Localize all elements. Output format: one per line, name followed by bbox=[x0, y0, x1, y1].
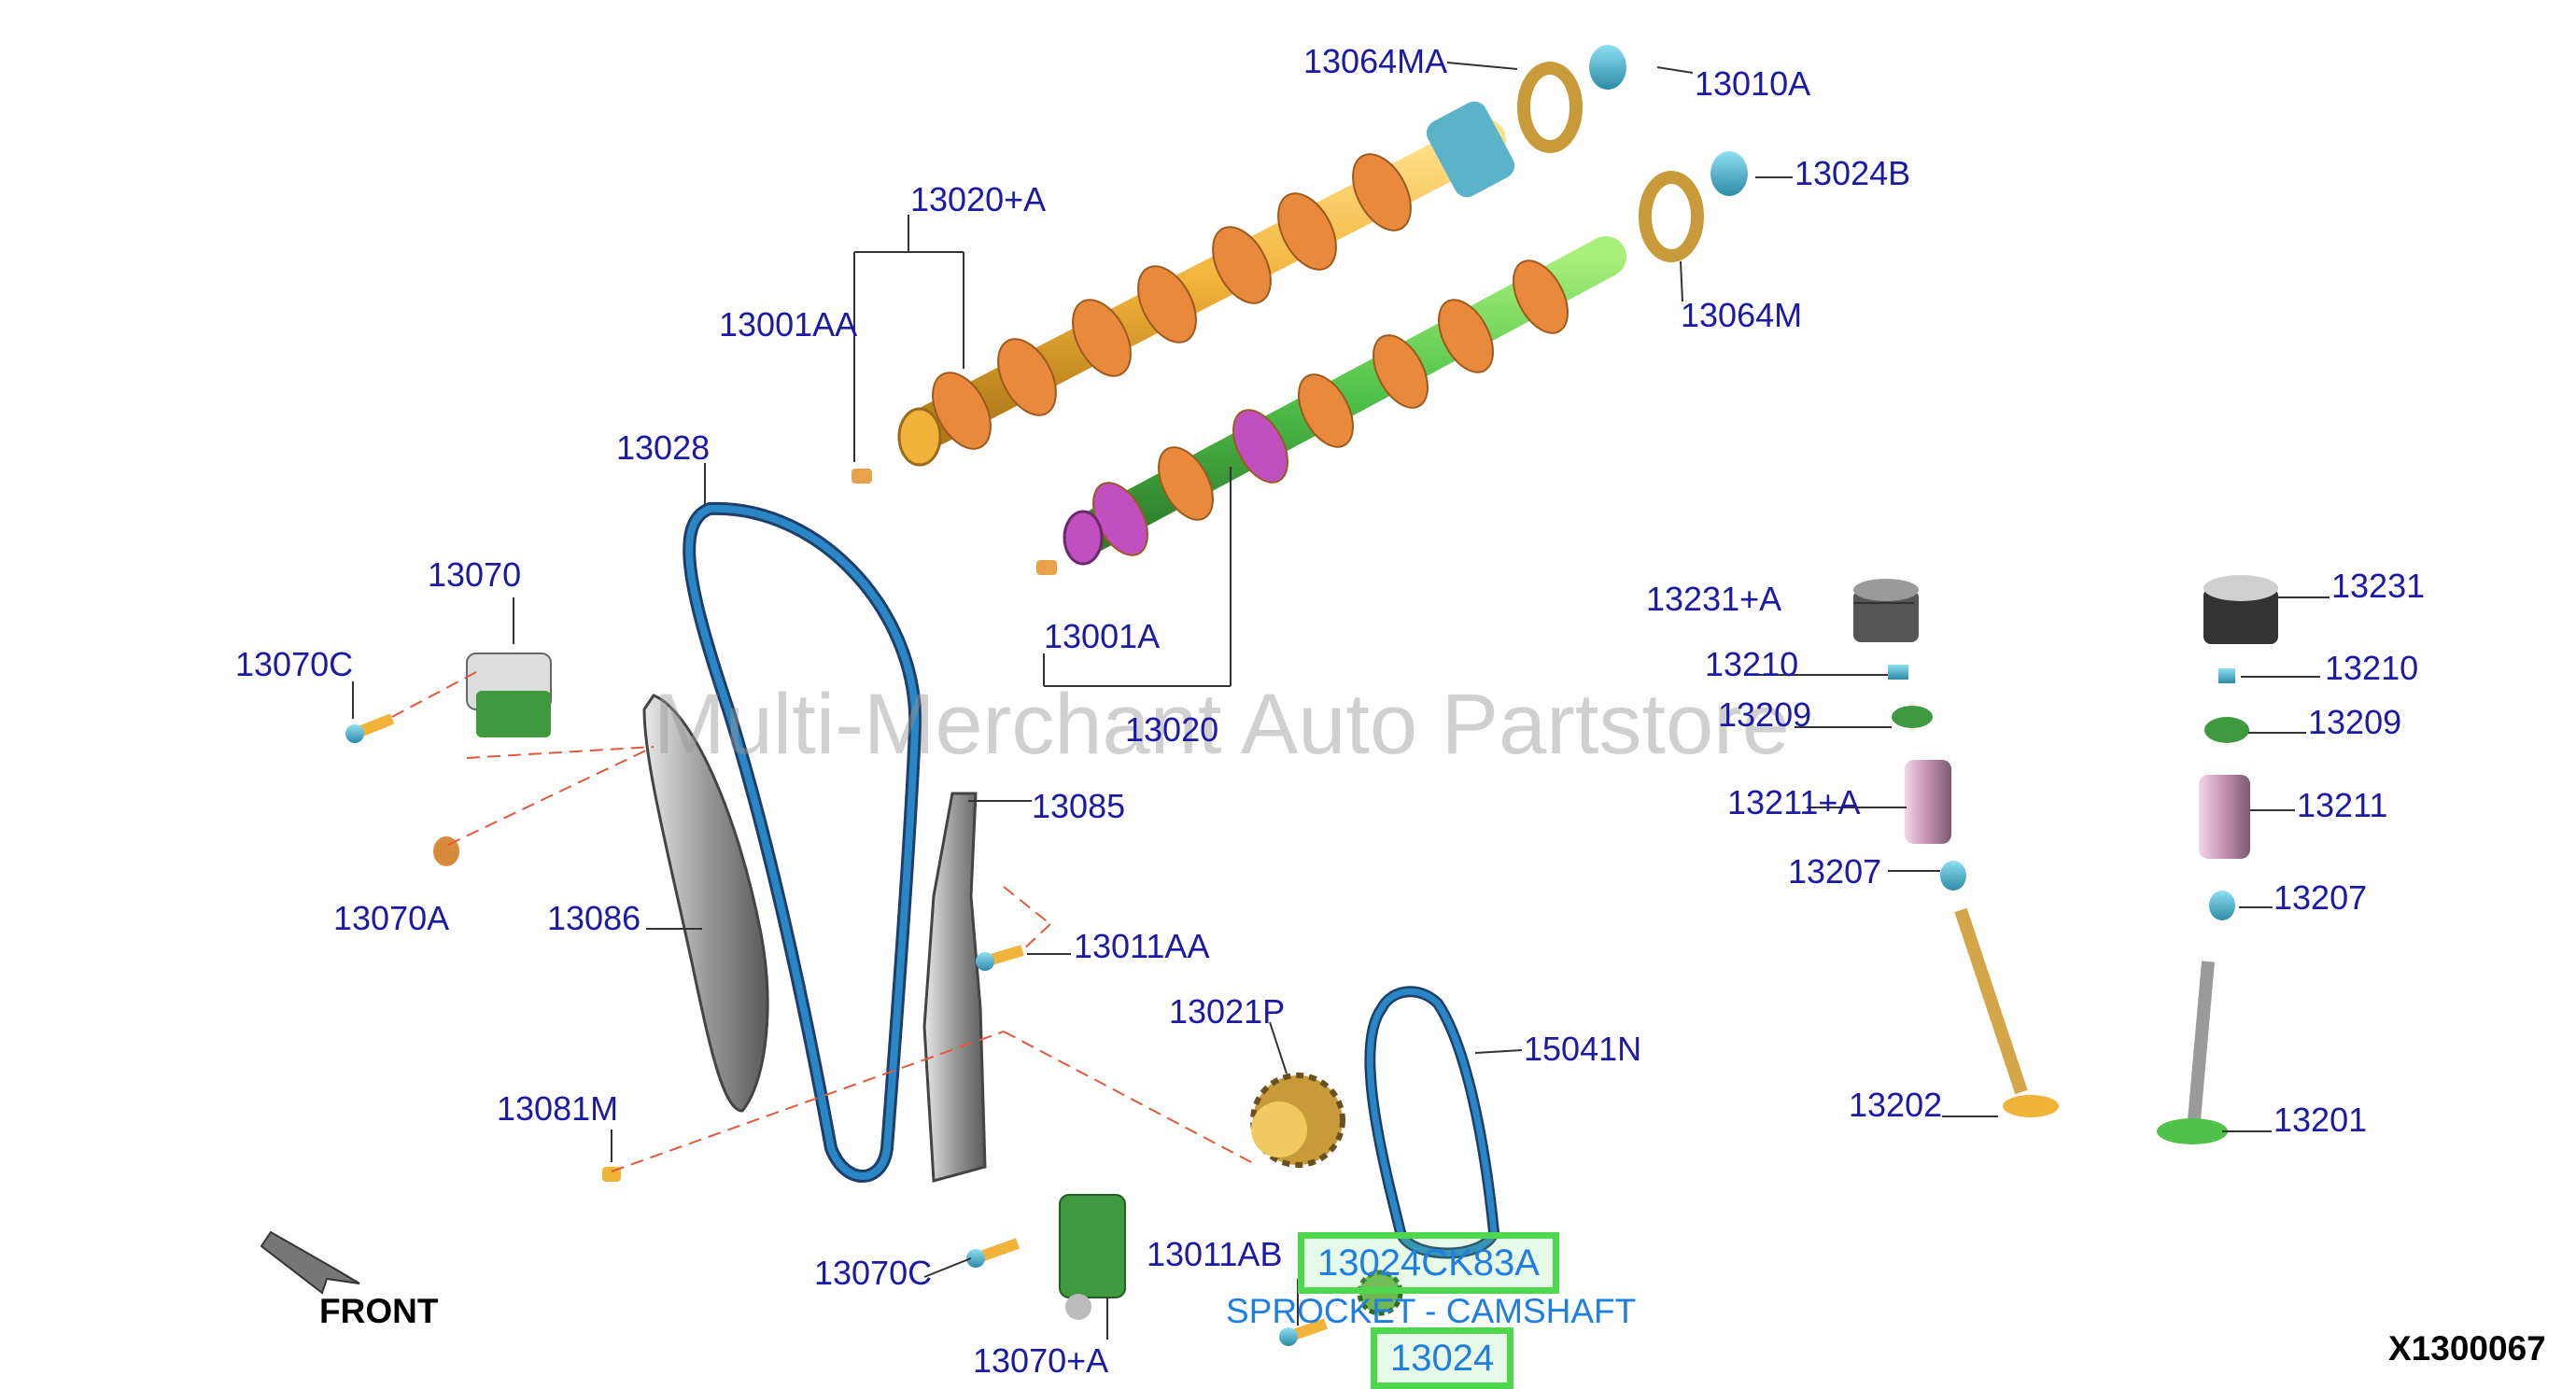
keeper-13210-right[interactable] bbox=[2218, 668, 2235, 683]
callout-13010a[interactable]: 13010A bbox=[1695, 64, 1811, 103]
callout-13231a-plus[interactable]: 13231+A bbox=[1646, 580, 1782, 618]
keeper-13210-left[interactable] bbox=[1888, 665, 1908, 680]
callout-13024b[interactable]: 13024B bbox=[1795, 154, 1911, 192]
highlight-part-description: SPROCKET - CAMSHAFT bbox=[1226, 1292, 1637, 1330]
cam-seal-13024b[interactable] bbox=[1710, 151, 1748, 196]
callout-13211a-plus[interactable]: 13211+A bbox=[1727, 783, 1861, 821]
callout-13011aa[interactable]: 13011AA bbox=[1074, 927, 1210, 965]
seal-13207-right[interactable] bbox=[2209, 891, 2235, 920]
callout-13064ma[interactable]: 13064MA bbox=[1303, 42, 1448, 80]
highlight-part-number[interactable]: 13024CK83A bbox=[1317, 1242, 1540, 1284]
lifter-13231a-plus[interactable] bbox=[1853, 579, 1919, 642]
bolt-13070c-top[interactable] bbox=[345, 713, 395, 743]
callout-13209-right[interactable]: 13209 bbox=[2308, 703, 2402, 741]
callout-13020a-plus[interactable]: 13020+A bbox=[910, 180, 1047, 218]
cam-ring-13064ma[interactable] bbox=[1517, 62, 1583, 153]
callout-13028[interactable]: 13028 bbox=[616, 428, 711, 467]
bolt-13070c-bottom[interactable] bbox=[966, 1238, 1021, 1268]
valve-13202[interactable] bbox=[1954, 907, 2059, 1117]
tensioner-13070[interactable] bbox=[466, 652, 552, 737]
valve-13201[interactable] bbox=[2157, 961, 2228, 1144]
lifter-13231[interactable] bbox=[2203, 575, 2278, 644]
callout-13210-right[interactable]: 13210 bbox=[2325, 649, 2419, 687]
retainer-13209-left[interactable] bbox=[1892, 706, 1933, 728]
callout-13070a[interactable]: 13070A bbox=[333, 899, 450, 937]
oil-pump-chain-15041n[interactable] bbox=[1364, 986, 1500, 1259]
callout-13001a[interactable]: 13001A bbox=[1044, 617, 1161, 655]
diagram-reference-code: X1300067 bbox=[2388, 1329, 2546, 1368]
exhaust-camshaft[interactable] bbox=[1063, 236, 1626, 566]
front-arrow-icon bbox=[260, 1230, 360, 1295]
callout-13070c-top[interactable]: 13070C bbox=[235, 645, 354, 683]
spring-13211[interactable] bbox=[2199, 775, 2250, 859]
highlight-callout-box[interactable]: 13024 bbox=[1371, 1327, 1514, 1389]
callout-13211[interactable]: 13211 bbox=[2297, 786, 2388, 824]
highlight-callout[interactable]: 13024 bbox=[1390, 1338, 1495, 1379]
front-label: FRONT bbox=[319, 1292, 439, 1330]
callout-15041n[interactable]: 15041N bbox=[1524, 1030, 1642, 1068]
assembly-dashed-lines bbox=[391, 671, 1252, 1172]
callout-13011ab[interactable]: 13011AB bbox=[1147, 1235, 1283, 1273]
retainer-13209-right[interactable] bbox=[2204, 717, 2249, 743]
seal-13207-left[interactable] bbox=[1940, 861, 1966, 891]
callout-13001aa[interactable]: 13001AA bbox=[719, 305, 858, 344]
callout-13070[interactable]: 13070 bbox=[428, 555, 522, 594]
callout-13020[interactable]: 13020 bbox=[1125, 710, 1219, 749]
chain-guide-13085[interactable] bbox=[922, 792, 987, 1183]
highlight-part-number-box[interactable]: 13024CK83A bbox=[1298, 1232, 1559, 1294]
callout-13064m[interactable]: 13064M bbox=[1681, 296, 1803, 334]
crank-sprocket-13021p[interactable] bbox=[1250, 1073, 1345, 1168]
callout-13070c-bottom[interactable]: 13070C bbox=[814, 1254, 933, 1292]
cam-seal-13010a[interactable] bbox=[1589, 45, 1626, 90]
timing-chain[interactable] bbox=[683, 501, 922, 1183]
bushing-13070a[interactable] bbox=[433, 836, 459, 866]
callout-13231[interactable]: 13231 bbox=[2331, 567, 2426, 605]
dowel-pins[interactable] bbox=[852, 469, 1057, 575]
callout-13210-left[interactable]: 13210 bbox=[1705, 645, 1799, 683]
callout-13201[interactable]: 13201 bbox=[2273, 1101, 2368, 1139]
tensioner-13070a-plus[interactable] bbox=[1059, 1194, 1126, 1320]
callout-13207-left[interactable]: 13207 bbox=[1788, 852, 1882, 891]
bolt-13011aa[interactable] bbox=[976, 945, 1024, 971]
watermark: Multi-Merchant Auto Partstore bbox=[654, 677, 1790, 772]
callout-13081m[interactable]: 13081M bbox=[497, 1089, 619, 1128]
callout-13207-right[interactable]: 13207 bbox=[2273, 878, 2368, 917]
callout-13209-left[interactable]: 13209 bbox=[1718, 695, 1812, 734]
bolt-13011ab[interactable] bbox=[1279, 1318, 1328, 1346]
chain-guide-13086[interactable] bbox=[642, 694, 769, 1113]
callout-13070a-plus[interactable]: 13070+A bbox=[973, 1341, 1109, 1380]
callout-13202[interactable]: 13202 bbox=[1849, 1086, 1943, 1124]
callout-13085[interactable]: 13085 bbox=[1032, 787, 1126, 825]
spring-13211a-plus[interactable] bbox=[1905, 760, 1951, 844]
callout-13086[interactable]: 13086 bbox=[547, 899, 641, 937]
cam-ring-13064m[interactable] bbox=[1639, 171, 1704, 262]
callout-13021p[interactable]: 13021P bbox=[1169, 992, 1286, 1031]
intake-camshaft[interactable] bbox=[897, 97, 1519, 467]
